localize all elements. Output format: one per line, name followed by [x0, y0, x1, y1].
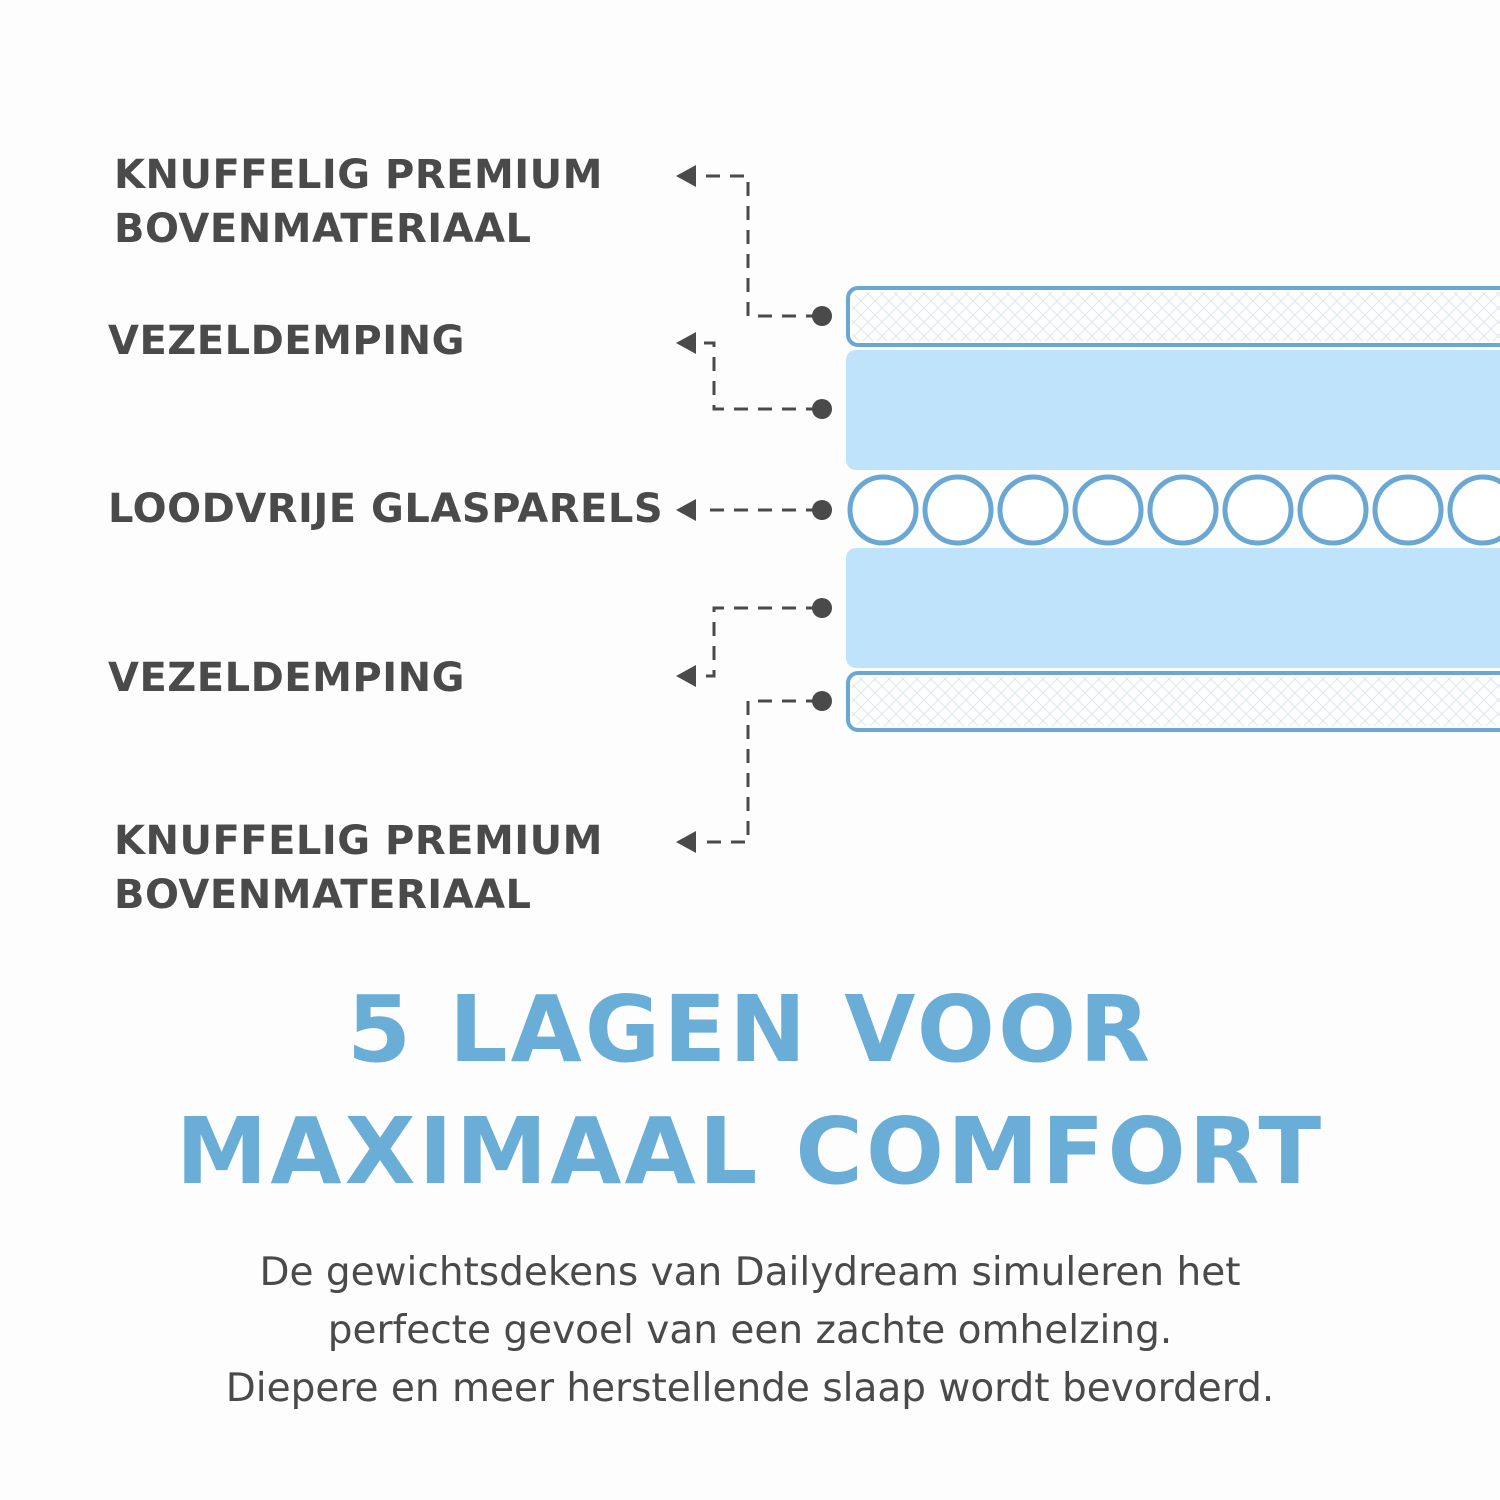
arrow-left-icon — [676, 831, 696, 853]
arrow-left-icon — [676, 165, 696, 187]
glass-bead — [847, 474, 919, 546]
connector-dot — [812, 306, 832, 326]
layer-glass-beads — [847, 474, 1500, 546]
arrow-left-icon — [676, 332, 696, 354]
label-fiber-cushion-top: VEZELDEMPING — [108, 314, 465, 368]
glass-bead — [922, 474, 994, 546]
connector-fiber-bottom — [700, 606, 820, 678]
description-line: perfecte gevoel van een zachte omhelzing… — [327, 1308, 1173, 1353]
mesh-texture — [852, 292, 1500, 341]
label-line: VEZELDEMPING — [108, 655, 465, 701]
label-premium-bottom-material: KNUFFELIG PREMIUM BOVENMATERIAAL — [114, 814, 603, 922]
headline-line-1: 5 LAGEN VOOR — [346, 976, 1154, 1083]
glass-bead — [1447, 474, 1500, 546]
label-fiber-cushion-bottom: VEZELDEMPING — [108, 651, 465, 705]
label-line: BOVENMATERIAAL — [114, 872, 532, 918]
label-premium-top-material: KNUFFELIG PREMIUM BOVENMATERIAAL — [114, 148, 603, 256]
label-line: KNUFFELIG PREMIUM — [114, 818, 603, 864]
layer-fiber-top — [846, 350, 1500, 470]
description: De gewichtsdekens van Dailydream simuler… — [0, 1244, 1500, 1418]
connector-top — [700, 174, 820, 318]
glass-bead — [1072, 474, 1144, 546]
arrow-left-icon — [676, 665, 696, 687]
description-line: Diepere en meer herstellende slaap wordt… — [225, 1366, 1275, 1411]
connector-dot — [812, 598, 832, 618]
glass-bead — [997, 474, 1069, 546]
arrow-left-icon — [676, 499, 696, 521]
glass-bead — [1372, 474, 1444, 546]
label-glass-beads: LOODVRIJE GLASPARELS — [108, 482, 663, 536]
mesh-texture — [852, 677, 1500, 726]
label-line: KNUFFELIG PREMIUM — [114, 152, 603, 198]
glass-bead — [1222, 474, 1294, 546]
glass-bead — [1297, 474, 1369, 546]
description-line: De gewichtsdekens van Dailydream simuler… — [259, 1250, 1241, 1295]
connector-dot — [812, 500, 832, 520]
glass-bead — [1147, 474, 1219, 546]
connector-dot — [812, 691, 832, 711]
label-line: LOODVRIJE GLASPARELS — [108, 486, 664, 532]
connector-bottom — [700, 699, 820, 844]
label-line: VEZELDEMPING — [108, 318, 465, 364]
layer-fiber-bottom — [846, 548, 1500, 668]
headline-line-2: MAXIMAAL COMFORT — [175, 1098, 1325, 1205]
connector-fiber-top — [700, 341, 820, 411]
connector-dot — [812, 399, 832, 419]
label-line: BOVENMATERIAAL — [114, 206, 532, 252]
